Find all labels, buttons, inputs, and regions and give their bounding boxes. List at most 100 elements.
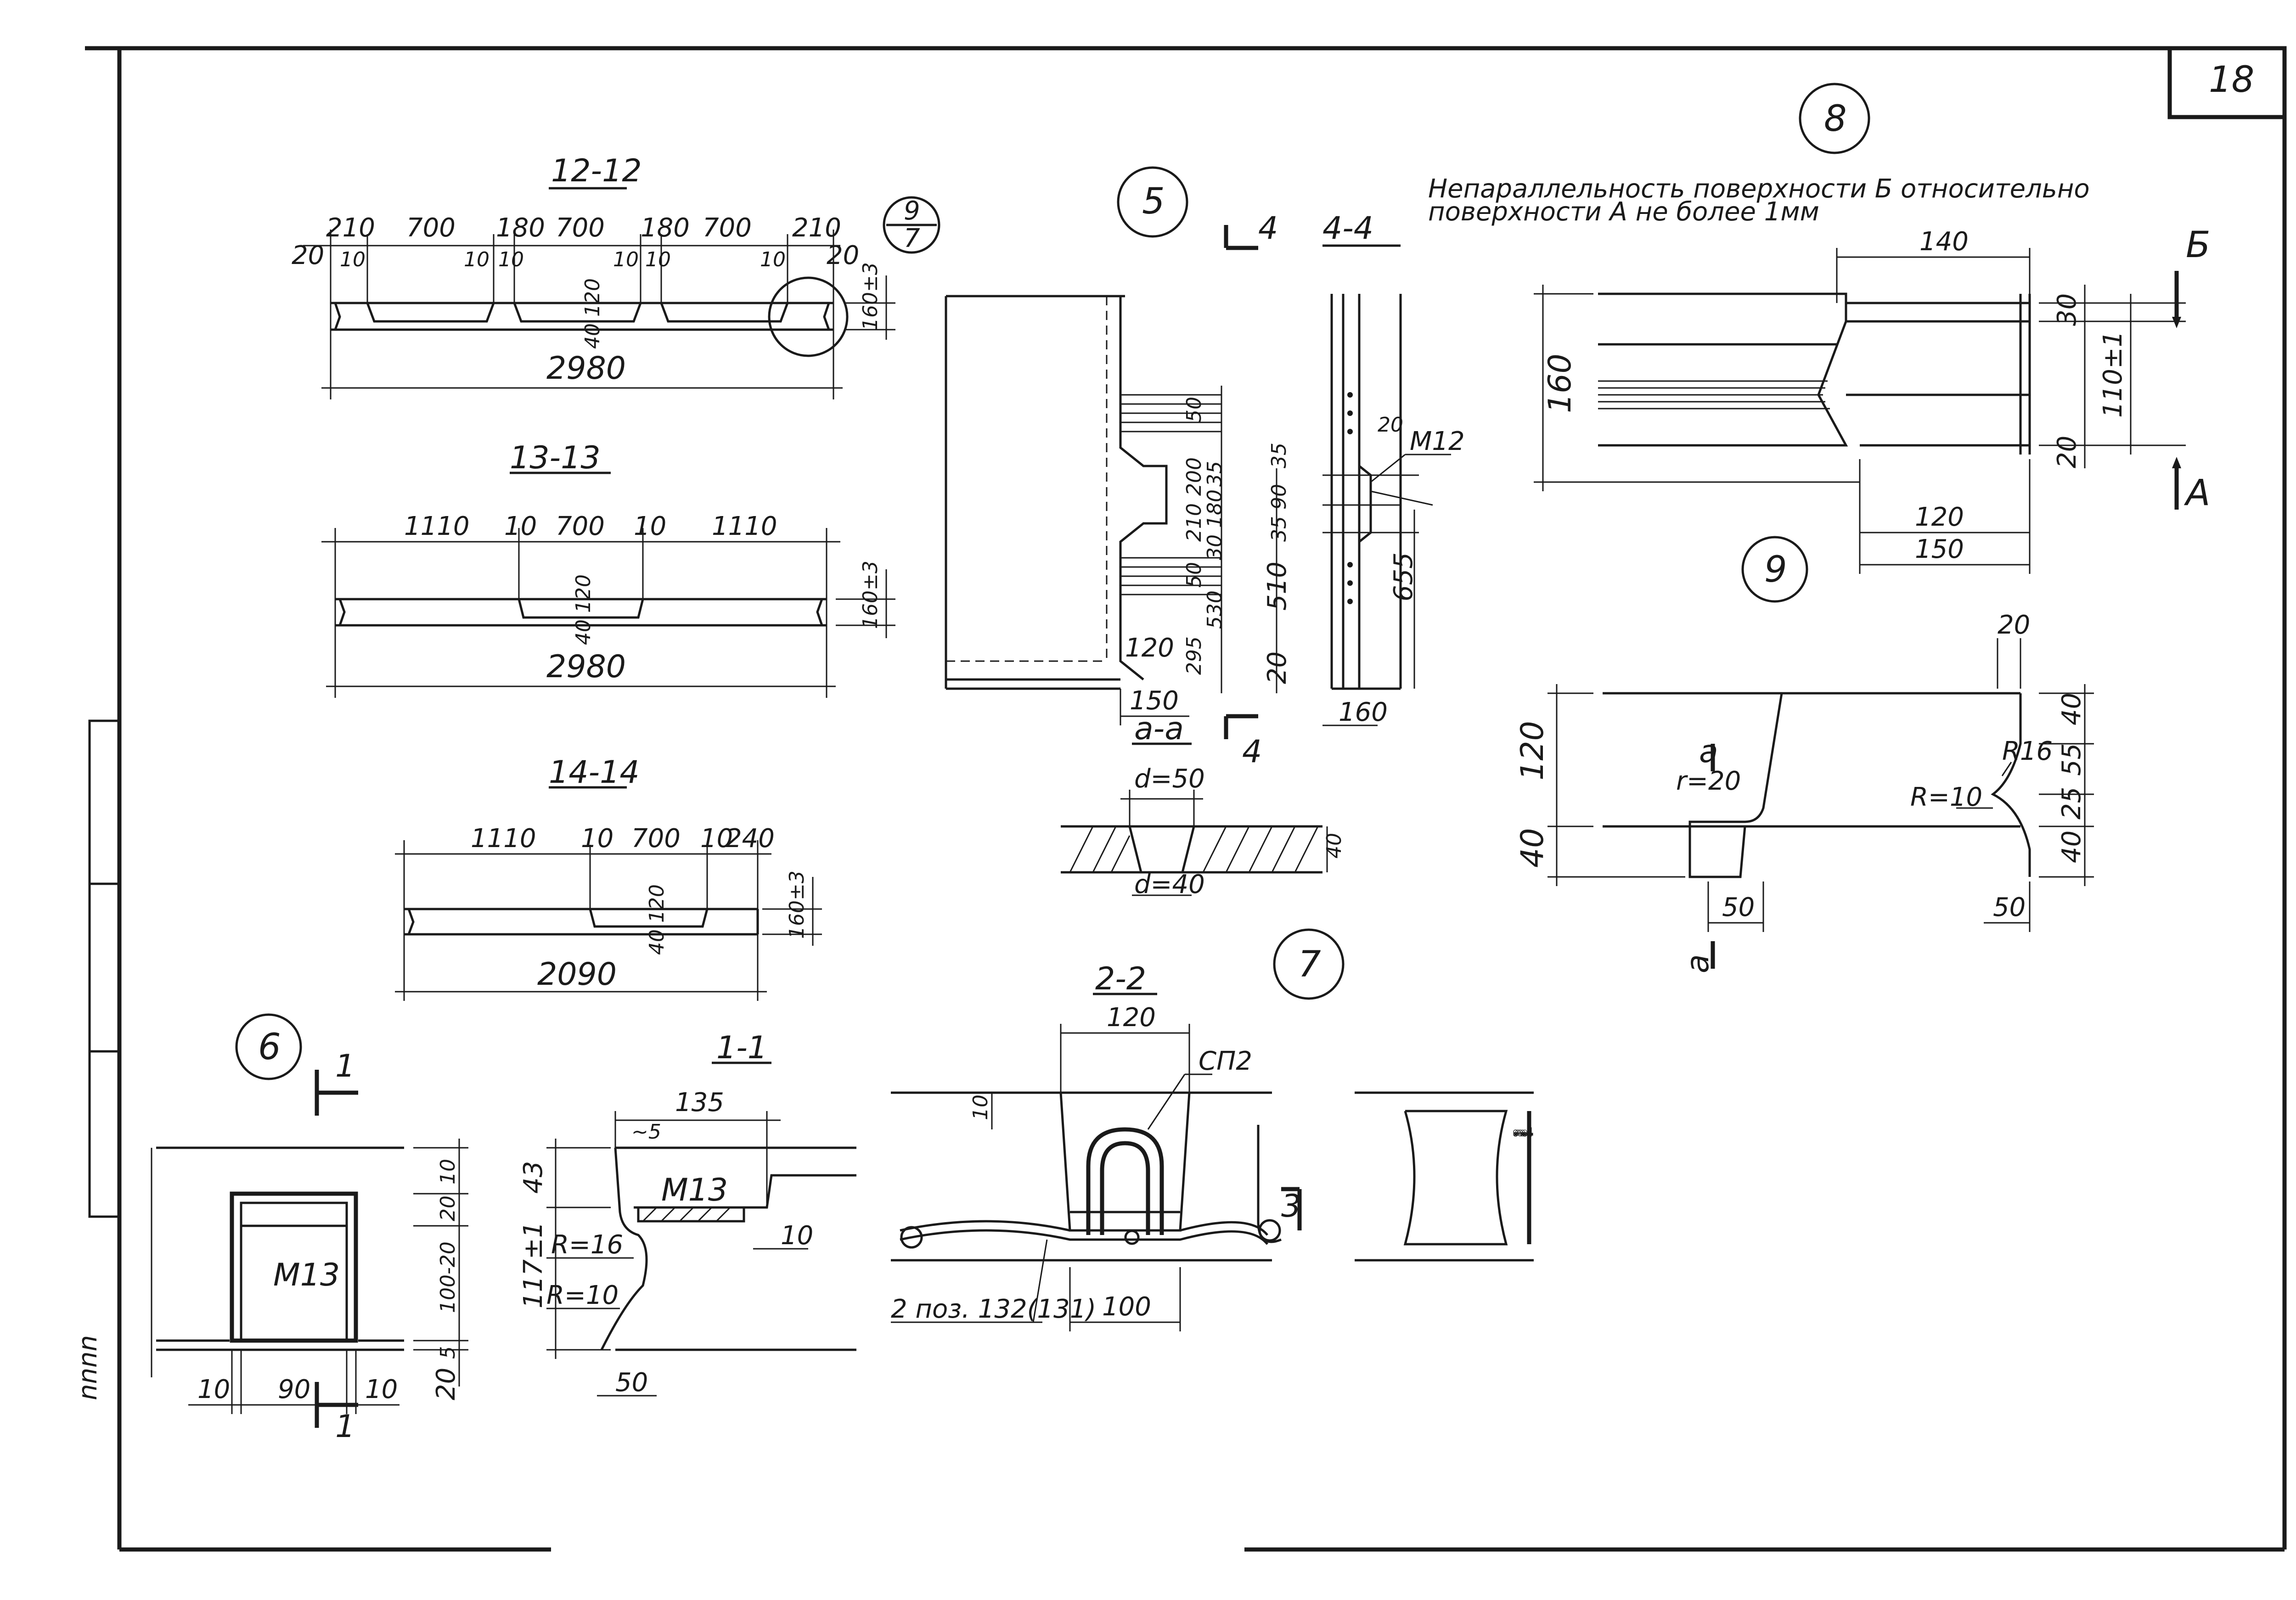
node-7-circle [1273,928,1345,1000]
node8-w140: 140 [1919,227,1969,257]
node6-v5: 5 [436,1346,460,1359]
section-4-title: 4-4 [1322,210,1373,247]
section-13-title: 13-13 [510,440,601,476]
node6-v100: 100-20 [436,1241,460,1313]
node-6-circle [235,1013,302,1080]
section-2-2 [891,993,1302,1331]
node6-v20b: 20 [431,1368,461,1400]
s12-dim-180b: 180 [641,213,690,243]
node5-w120: 120 [1125,633,1174,663]
s14-inner-40: 40 [645,929,669,955]
node9-w50a: 50 [1722,893,1755,922]
s11-r10: R=10 [546,1280,619,1310]
node5-dim-30: 30 [1203,534,1227,560]
saa-top: d=50 [1134,764,1205,794]
node9-w20: 20 [1998,610,2030,640]
s11-h43: 43 [518,1161,548,1194]
s14-total: 2090 [537,956,617,993]
node9-v40b: 40 [2057,831,2087,863]
s11-w50: 50 [615,1368,648,1398]
ref-node-9: 9 [904,196,920,226]
s11-m13: M13 [661,1172,728,1208]
s14-dim-700: 700 [631,824,681,853]
section-12-title: 12-12 [551,153,642,189]
node9-v25: 25 [2057,787,2087,820]
s13-dim-1110b: 1110 [712,511,777,541]
node9-v40a: 40 [2057,693,2087,725]
section-a-title: a-a [1134,711,1184,747]
node6-v20: 20 [436,1196,460,1221]
node9-r20: r=20 [1676,766,1741,796]
s14-height: 160±3 [785,870,809,939]
node8-h30: 30 [2052,293,2082,326]
s44-dim-90: 90 [1267,484,1291,510]
s44-m12: M12 [1410,427,1465,456]
s44-dim-510: 510 [1262,561,1292,611]
section-1-1 [546,1061,856,1397]
s44-total: 655 [1389,552,1418,601]
node8-w120: 120 [1915,502,1964,532]
node9-cut-a-bottom: a [1680,954,1716,973]
node5-dim-50b: 50 [1182,562,1206,588]
s11-w10: 10 [781,1221,813,1251]
node-6-label: 6 [258,1027,281,1068]
s12-dim-10a: 10 [340,248,366,271]
s12-dim-210a: 210 [326,213,375,243]
s13-dim-1110a: 1110 [404,511,470,541]
s11-r16: R=16 [551,1230,623,1260]
node-9-label: 9 [1764,549,1787,590]
node9-w50b: 50 [1993,893,2026,922]
node9-v55: 55 [2057,743,2087,776]
node8-h160: 160 [1542,354,1578,413]
s14-dim-1110: 1110 [471,824,536,853]
section-4-4 [1224,225,1451,739]
node5-dim-295: 295 [1182,636,1206,675]
ref-node-7: 7 [904,224,920,253]
cut-4-bottom: 4 [1242,734,1262,770]
node6-cut-bottom: 1 [335,1409,355,1445]
s14-inner-120: 120 [645,884,669,923]
node5-dim-530: 530 [1203,590,1227,629]
s44-dim-35a: 35 [1267,443,1291,468]
s12-dim-700c: 700 [703,213,752,243]
s11-approx: ~5 [631,1120,661,1144]
node-7-plan [1355,1091,1534,1262]
s13-height: 160±3 [859,561,882,629]
saa-height: 40 [1322,833,1346,859]
s12-inner-40: 40 [581,323,604,349]
s13-total: 2980 [546,649,626,685]
s22-label: СП2 [1199,1046,1252,1076]
node8-h110: 110±1 [2098,331,2128,418]
s44-dim-35b: 35 [1267,516,1291,542]
section-14-14 [395,786,822,1001]
node6-v10: 10 [436,1159,460,1185]
node8-w150: 150 [1915,534,1964,564]
node-8-label: 8 [1824,98,1847,140]
node9-r16: R16 [2002,736,2053,766]
s12-dim-210b: 210 [792,213,841,243]
sheet-frame [85,46,2287,1552]
s12-dim-20b: 20 [827,241,859,270]
s22-w100: 100 [1102,1292,1151,1322]
section-a-a [1061,742,1328,896]
node9-h120: 120 [1514,721,1551,780]
cut-4-top: 4 [1258,210,1278,247]
s12-dim-10f: 10 [760,248,786,271]
s13-dim-10b: 10 [634,511,666,541]
node6-dim-10a: 10 [197,1375,230,1404]
node5-dim-35: 35 [1203,461,1227,487]
node-8-circle [1799,83,1870,154]
node8-label-a: А [2183,472,2210,514]
margin-code: nnnn [73,1335,103,1400]
node8-h20: 20 [2052,436,2082,468]
node6-dim-90: 90 [278,1375,310,1404]
section-12-12: 12-12 [303,153,895,399]
node5-dim-50a: 50 [1182,397,1206,422]
s12-dim-10c: 10 [498,248,524,271]
node-5-label: 5 [1142,181,1165,222]
node5-dim-210: 210 [1182,503,1206,542]
s44-dim-20: 20 [1262,651,1292,684]
s13-inner-40: 40 [572,619,595,645]
s12-height: 160±3 [859,262,882,331]
